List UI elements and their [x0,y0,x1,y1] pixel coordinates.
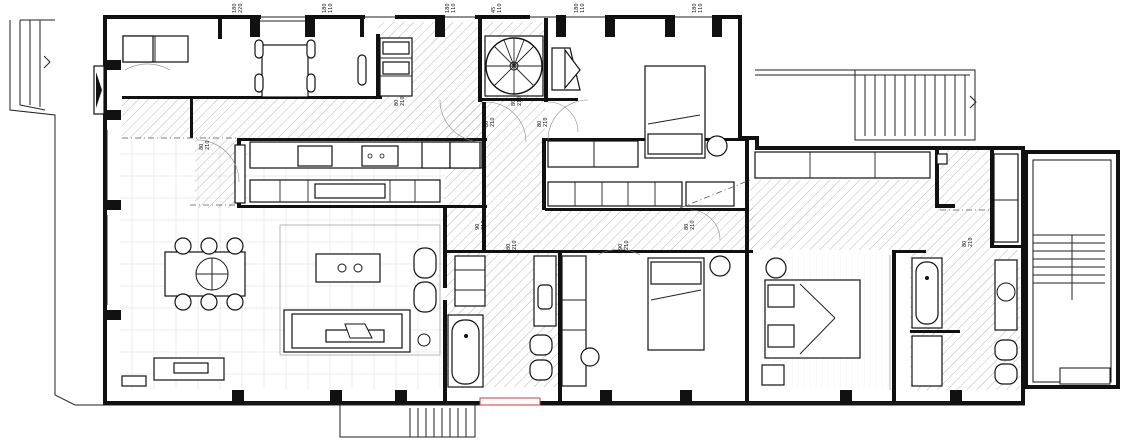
door-tag: 210 [205,140,211,150]
dining-table-top [254,39,367,98]
door-tag: 80 [684,224,690,230]
window-tag: 180 [574,3,580,13]
exterior-stairwell-block [1024,150,1120,389]
door-tag: 80 [484,121,490,127]
door-tag: 210 [543,117,549,127]
east-cabinets [547,140,1019,243]
balcony-stair-bottom [339,404,476,438]
exterior-left-stair [9,19,105,406]
dining-table-living [164,237,246,311]
bedroom-middle [561,209,731,387]
spiral-staircase [484,35,544,97]
window-tag: 180 [322,3,328,13]
window-tag: 45 [491,7,497,13]
kitchen-island [315,247,437,313]
central-hall-floor [445,100,545,250]
bedroom-north [547,47,728,159]
living-area [121,224,441,387]
east-hall-floor [750,180,940,250]
window-tag: 180 [692,3,698,13]
door-tag: 210 [481,220,487,230]
kitchen-top [379,37,413,97]
door-tag: 210 [512,240,518,250]
door-tag: 90 [475,224,481,230]
windows [106,16,950,406]
door-swings [122,99,990,211]
hall-cabinets [234,141,483,204]
window-tag: 220 [238,3,244,13]
window-tag: 180 [232,3,238,13]
window-tag: 110 [580,3,586,13]
door-tag: 80 [394,100,400,106]
door-tag: 210 [968,237,974,247]
door-tag: 80 [537,121,543,127]
door-tag: 210 [690,220,696,230]
window-tag: 110 [328,3,334,13]
stair-treads [864,75,966,136]
door-tag: 80 [962,241,968,247]
door-tag: 210 [624,240,630,250]
bathroom-1 [447,255,557,388]
window-tag: 110 [698,3,704,13]
door-tag: 210 [400,96,406,106]
tv-console [121,357,225,387]
door-tag: 80 [511,100,517,106]
exterior-right-stair [755,69,977,141]
sofa [283,309,411,353]
laundry-floor [940,150,995,250]
entry-hall-floor [195,138,237,208]
east-corridor-floor [545,208,755,250]
entry-storage [122,35,189,71]
door-tag: 210 [517,96,523,106]
bathroom-2 [911,257,1018,387]
corridor-floor [122,98,484,138]
door-tag: 210 [490,117,496,127]
door-tag: 90 [618,244,624,250]
window-tag: 110 [451,3,457,13]
window-tag: 180 [445,3,451,13]
door-tag: 80 [199,144,205,150]
master-bedroom [761,255,891,390]
door-tag: 80 [506,244,512,250]
window-tag: 110 [497,3,503,13]
